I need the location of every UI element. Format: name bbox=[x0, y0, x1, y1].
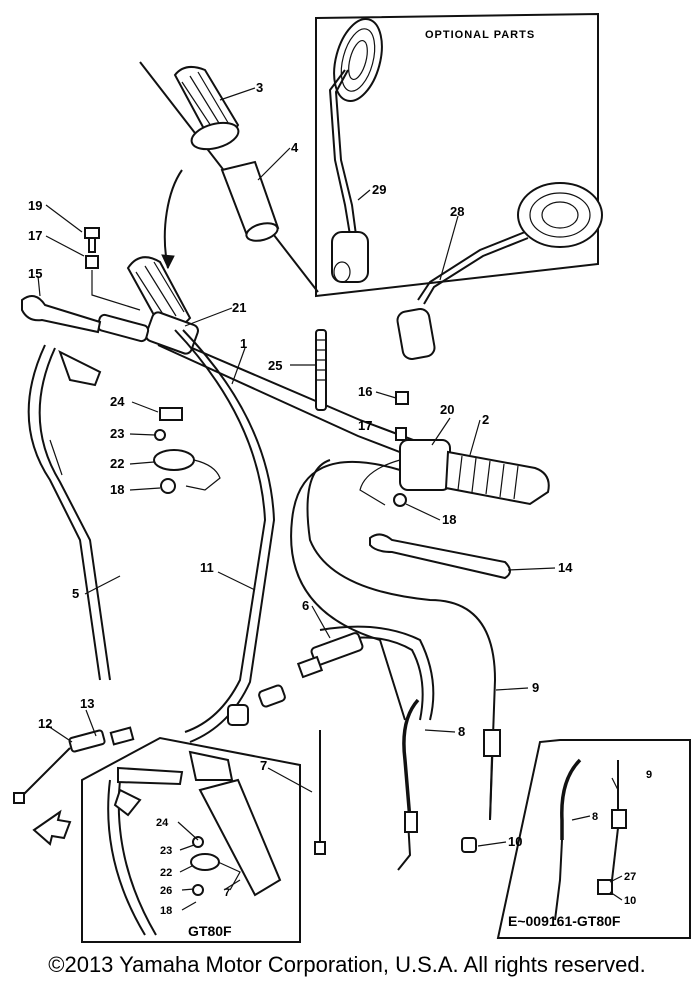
gt80f-label: GT80F bbox=[188, 923, 232, 939]
callout-17b: 17 bbox=[358, 418, 372, 433]
callout-18: 18 bbox=[110, 482, 124, 497]
callout-9: 9 bbox=[532, 680, 539, 695]
bolt-16 bbox=[395, 391, 409, 405]
brake-lever-14 bbox=[369, 533, 511, 580]
strap-25 bbox=[315, 329, 327, 411]
e009161-inset: E~009161-GT80F bbox=[496, 739, 691, 939]
callout-10: 10 bbox=[508, 834, 522, 849]
handlebar-assembly bbox=[13, 227, 550, 871]
screw-18-left bbox=[160, 478, 176, 494]
callout-21: 21 bbox=[232, 300, 246, 315]
nut-17-left bbox=[85, 255, 99, 269]
mirror-28 bbox=[396, 182, 603, 360]
callout-7-inset: 7 bbox=[224, 887, 230, 899]
callout-29: 29 bbox=[372, 182, 386, 197]
right-grip-2 bbox=[444, 450, 550, 506]
throttle-housing-20 bbox=[395, 391, 451, 491]
front-arrow-icon bbox=[32, 809, 72, 846]
adjuster-6 bbox=[296, 632, 364, 679]
callout-24-inset: 24 bbox=[156, 817, 169, 829]
callout-11: 11 bbox=[200, 560, 214, 575]
throttle-tube-4 bbox=[220, 160, 280, 242]
mirror-29 bbox=[328, 18, 383, 283]
part-24-left bbox=[159, 407, 183, 421]
gt80f-inset: GT80F bbox=[81, 736, 301, 943]
callout-1: 1 bbox=[240, 336, 247, 351]
grip-assembly-top bbox=[139, 61, 319, 293]
optional-parts-label: OPTIONAL PARTS bbox=[425, 29, 535, 41]
copyright-notice: ©2013 Yamaha Motor Corporation, U.S.A. A… bbox=[48, 952, 646, 977]
switch-22-left bbox=[153, 449, 195, 471]
cable-end-10 bbox=[461, 729, 501, 853]
callout-13: 13 bbox=[80, 696, 94, 711]
callout-16: 16 bbox=[358, 384, 372, 399]
clutch-lever-15 bbox=[21, 295, 102, 334]
callout-18b: 18 bbox=[442, 512, 456, 527]
bracket bbox=[58, 349, 102, 387]
cable-9 bbox=[290, 460, 406, 721]
callout-17: 17 bbox=[28, 228, 42, 243]
callout-25: 25 bbox=[268, 358, 282, 373]
adjuster-12-13 bbox=[13, 726, 135, 804]
callout-27-inset: 27 bbox=[624, 871, 636, 883]
leader-lines bbox=[37, 87, 623, 911]
callout-18-inset: 18 bbox=[160, 905, 172, 917]
callout-23: 23 bbox=[110, 426, 124, 441]
grip-3 bbox=[173, 65, 240, 151]
callout-5: 5 bbox=[72, 586, 79, 601]
cable-8 bbox=[397, 698, 420, 871]
parts-diagram: OPTIONAL PARTS bbox=[13, 12, 691, 943]
optional-parts-panel: OPTIONAL PARTS bbox=[315, 12, 603, 360]
callout-22: 22 bbox=[110, 456, 124, 471]
nut-17-right bbox=[395, 427, 407, 441]
clutch-cable-5 bbox=[27, 344, 101, 681]
callout-23-inset: 23 bbox=[160, 845, 172, 857]
callout-24: 24 bbox=[110, 394, 125, 409]
callout-6: 6 bbox=[302, 598, 309, 613]
callout-8: 8 bbox=[458, 724, 465, 739]
callout-10-inset: 10 bbox=[624, 895, 636, 907]
callout-4: 4 bbox=[291, 140, 299, 155]
lever-holder-21 bbox=[96, 311, 199, 355]
inset-code-label: E~009161-GT80F bbox=[508, 913, 621, 929]
part-23-left bbox=[154, 429, 166, 441]
cable-6 bbox=[319, 625, 435, 721]
callout-22-inset: 22 bbox=[160, 867, 172, 879]
callout-8-inset: 8 bbox=[592, 811, 598, 823]
callout-19: 19 bbox=[28, 198, 42, 213]
callout-15: 15 bbox=[28, 266, 42, 281]
callout-28: 28 bbox=[450, 204, 464, 219]
callout-12: 12 bbox=[38, 716, 52, 731]
callout-26-inset: 26 bbox=[160, 885, 172, 897]
callout-numbers: 3 4 19 17 15 21 1 25 16 17 20 2 24 23 22… bbox=[28, 80, 652, 917]
bolt-19 bbox=[84, 227, 100, 253]
throttle-cable-11 bbox=[174, 329, 267, 733]
callout-9-inset: 9 bbox=[646, 769, 652, 781]
screw-18-right bbox=[393, 493, 407, 507]
callout-7: 7 bbox=[260, 758, 267, 773]
callout-20: 20 bbox=[440, 402, 454, 417]
callout-3: 3 bbox=[256, 80, 263, 95]
callout-14: 14 bbox=[558, 560, 573, 575]
cable-ends bbox=[227, 684, 326, 855]
callout-2: 2 bbox=[482, 412, 489, 427]
